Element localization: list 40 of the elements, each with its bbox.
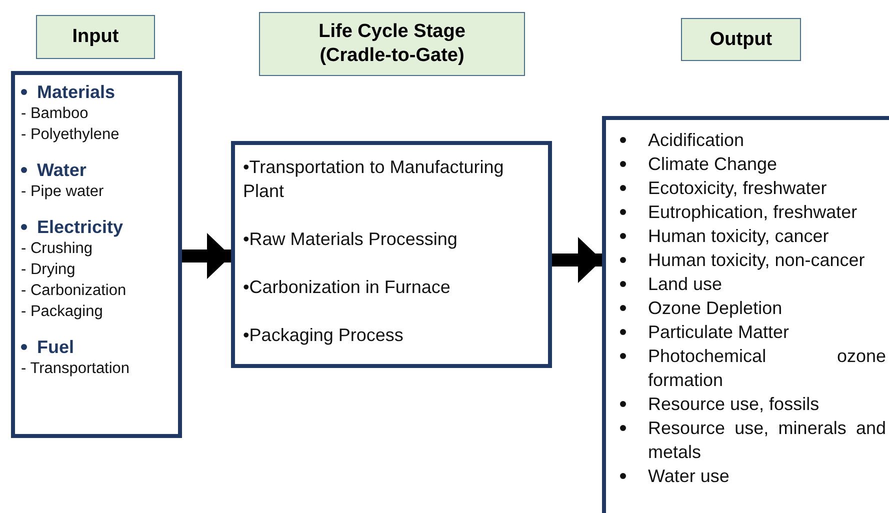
list-item: - Packaging [21,302,104,322]
stage-item: •Packaging Process [243,324,404,347]
block-arrow [552,237,602,283]
list-item: - Carbonization [21,281,128,301]
list-item: - Transportation [21,359,131,379]
impact-category: Ozone Depletion [648,297,784,320]
list-item: - Pipe water [21,182,105,202]
impact-category: Photochemical ozone formation [648,345,886,392]
list-box [602,116,889,513]
impact-category: Resource use, fossils [648,393,820,416]
impact-category: Human toxicity, non-cancer [648,249,866,272]
impact-category: Resource use, minerals and metals [648,417,886,464]
header-box [36,15,155,59]
list-box [231,141,552,368]
header-label: Input [71,25,120,50]
header-label: Life Cycle Stage (Cradle-to-Gate) [318,20,466,68]
list-item: - Crushing [21,239,94,259]
category-heading: Electricity [37,216,124,238]
list-item: - Polyethylene [21,125,120,145]
stage-item: •Transportation to Manufacturing Plant [243,156,505,203]
category-heading: Materials [37,81,116,103]
stage-item: •Raw Materials Processing [243,228,458,251]
impact-category: Water use [648,465,730,488]
header-box [259,12,525,76]
category-heading: Water [37,159,86,181]
impact-category: Particulate Matter [648,321,790,344]
block-arrow [182,233,231,279]
header-label: Output [708,28,774,52]
impact-category: Climate Change [648,153,778,176]
impact-category: Acidification [648,129,746,152]
list-item: - Bamboo [21,104,90,124]
impact-category: Land use [648,273,724,296]
impact-category: Ecotoxicity, freshwater [648,177,828,200]
category-heading: Fuel [37,336,74,358]
header-box [681,18,801,61]
impact-category: Eutrophication, freshwater [648,201,858,224]
list-item: - Drying [21,260,76,280]
stage-item: •Carbonization in Furnace [243,276,452,299]
list-box [11,71,182,438]
impact-category: Human toxicity, cancer [648,225,830,248]
